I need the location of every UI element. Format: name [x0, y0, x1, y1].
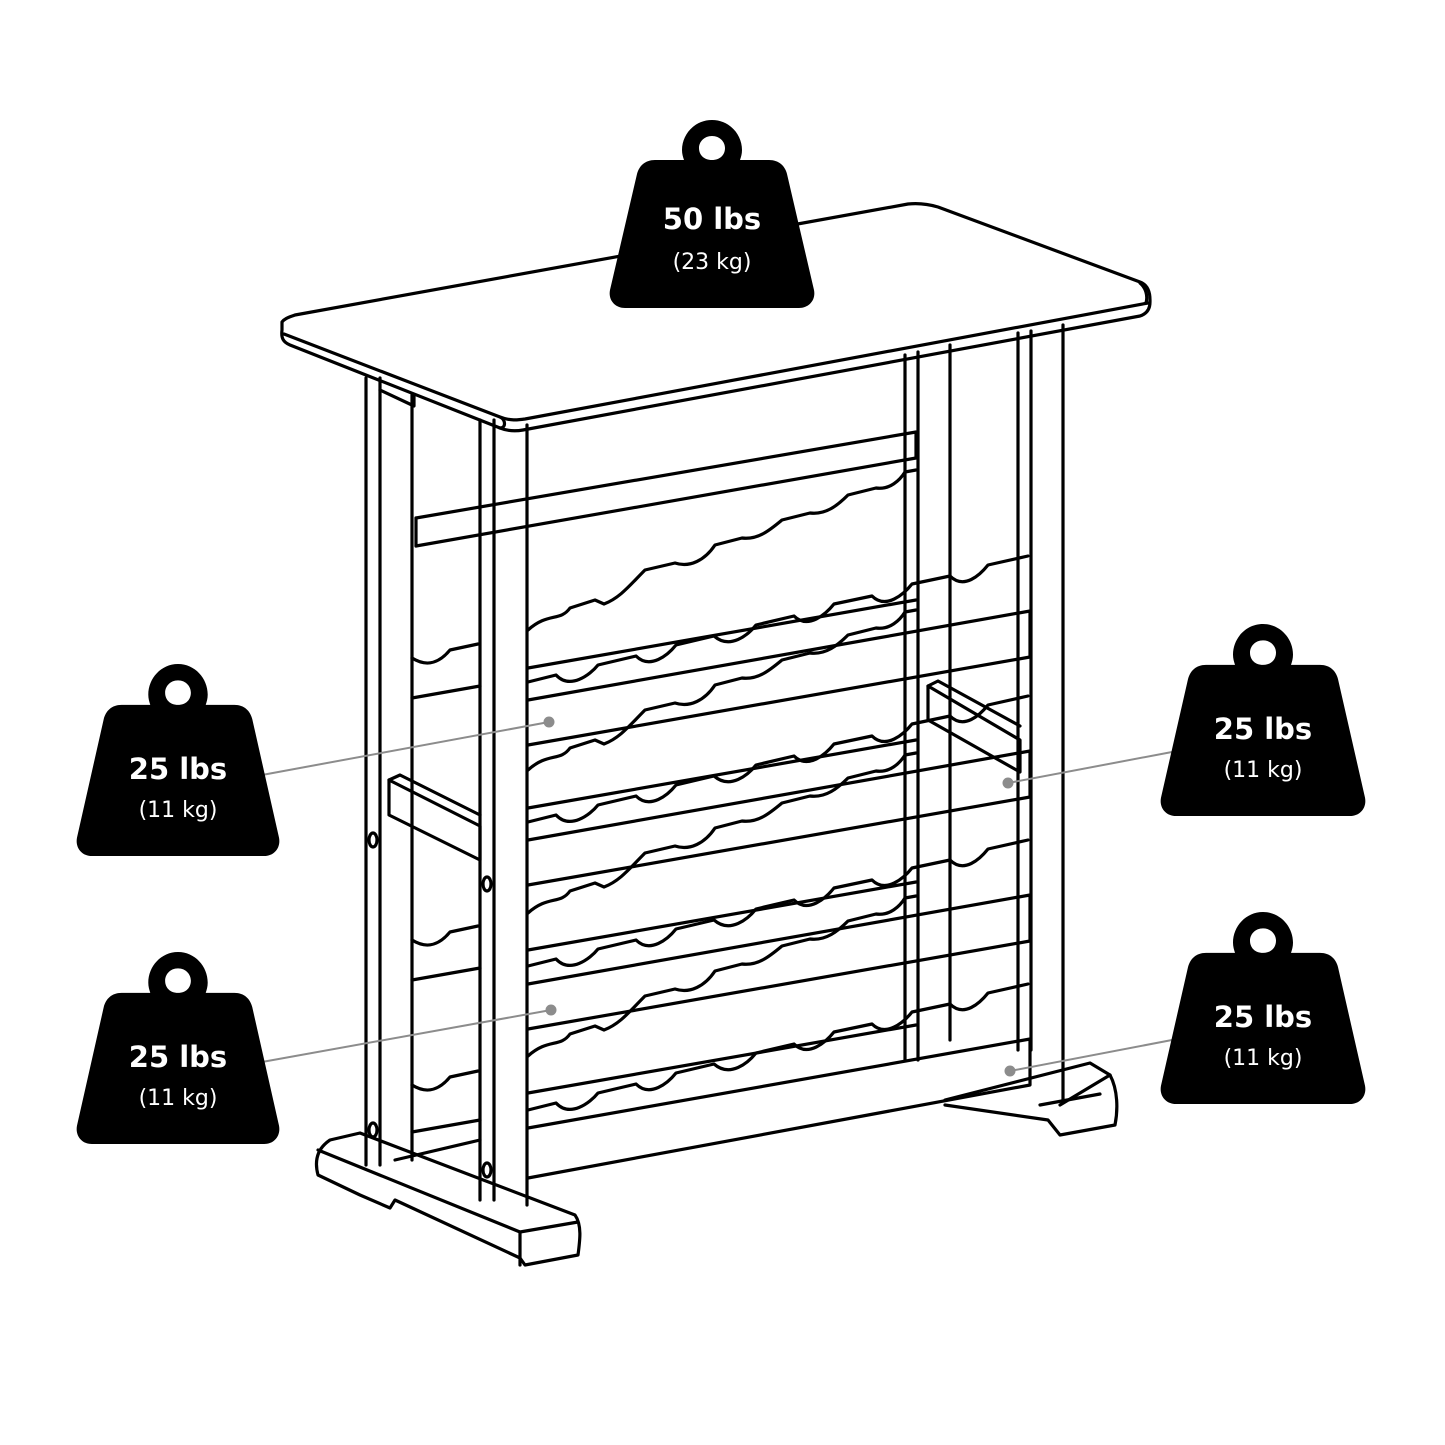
right-foot	[943, 1061, 1119, 1137]
left-foot	[314, 1131, 582, 1267]
shelf-4	[410, 894, 1032, 1180]
weight-kg-label: (11 kg)	[138, 798, 218, 823]
weight-icon	[76, 664, 280, 856]
weight-icon	[76, 952, 280, 1144]
weight-badge-right-upper: 25 lbs (11 kg)	[1160, 624, 1366, 816]
front-left-legs	[364, 376, 529, 1207]
shelf-2	[526, 608, 1032, 887]
weight-icon	[609, 120, 815, 308]
weight-kg-label: (11 kg)	[1223, 1046, 1303, 1071]
weight-kg-label: (11 kg)	[1223, 758, 1303, 783]
back-right-leg	[903, 323, 1065, 1102]
weight-lbs-label: 25 lbs	[128, 1040, 228, 1074]
right-side-stretcher	[926, 679, 1022, 774]
weight-kg-label: (11 kg)	[138, 1086, 218, 1111]
callout-lines	[261, 716, 1173, 1077]
shelf-1	[410, 468, 1032, 747]
weight-badge-right-lower: 25 lbs (11 kg)	[1160, 912, 1366, 1104]
screw-holes	[367, 831, 493, 1179]
weight-kg-label: (23 kg)	[672, 250, 752, 275]
back-top-rail	[414, 430, 918, 548]
weight-icon	[1160, 624, 1366, 816]
weight-badge-left-lower: 25 lbs (11 kg)	[76, 952, 280, 1144]
weight-badge-left-upper: 25 lbs (11 kg)	[76, 664, 280, 856]
weight-lbs-label: 50 lbs	[662, 202, 762, 236]
weight-lbs-label: 25 lbs	[1213, 1000, 1313, 1034]
shelf-3	[410, 751, 1032, 1031]
weight-lbs-label: 25 lbs	[1213, 712, 1313, 746]
weight-lbs-label: 25 lbs	[128, 752, 228, 786]
left-side-stretcher	[387, 773, 482, 862]
weight-badge-top: 50 lbs (23 kg)	[609, 120, 815, 308]
table-top	[280, 202, 1152, 433]
weight-icon	[1160, 912, 1366, 1104]
